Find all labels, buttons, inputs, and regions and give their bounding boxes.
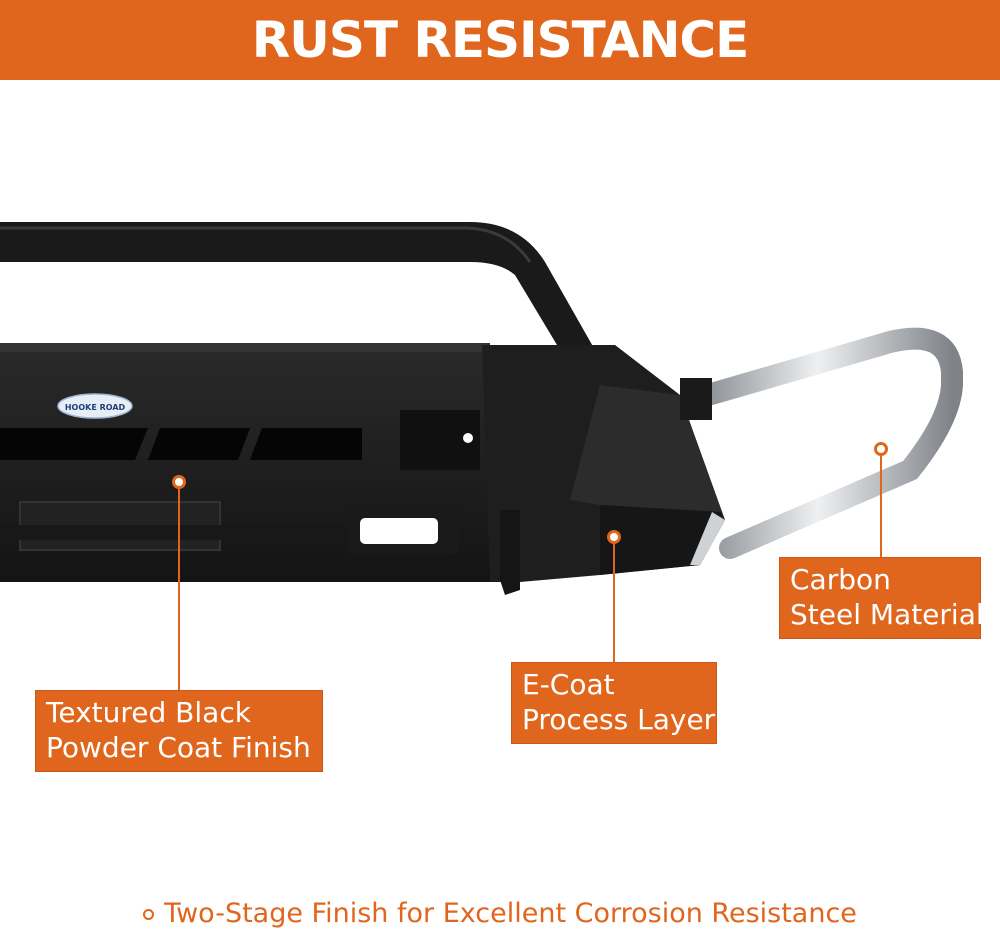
leader-line-powder — [178, 487, 180, 692]
callout-powder-line1: Textured Black — [46, 696, 251, 729]
title-banner: RUST RESISTANCE — [0, 0, 1000, 80]
marker-dot-carbon — [874, 442, 888, 456]
leader-line-ecoat — [613, 544, 615, 664]
banner-title: RUST RESISTANCE — [251, 11, 750, 69]
callout-carbon-line2: Steel Material — [790, 598, 984, 631]
leader-line-carbon — [880, 456, 882, 559]
marker-dot-ecoat — [607, 530, 621, 544]
callout-ecoat-line2: Process Layer — [522, 703, 716, 736]
callout-carbon-steel: Carbon Steel Material — [779, 557, 984, 639]
callout-powder-coat: Textured Black Powder Coat Finish — [35, 690, 323, 772]
top-tube — [0, 222, 595, 350]
callout-ecoat-line1: E-Coat — [522, 668, 615, 701]
steel-hoop — [697, 327, 963, 559]
footer-text: Two-Stage Finish for Excellent Corrosion… — [164, 897, 857, 929]
bullet-icon — [143, 908, 155, 920]
callout-carbon-line1: Carbon — [790, 563, 891, 596]
marker-dot-powder — [172, 475, 186, 489]
callout-powder-line2: Powder Coat Finish — [46, 731, 311, 764]
footer: Two-Stage Finish for Excellent Corrosion… — [0, 893, 1000, 933]
brand-logo: HOOKE ROAD — [65, 403, 126, 412]
callout-ecoat: E-Coat Process Layer — [511, 662, 717, 744]
